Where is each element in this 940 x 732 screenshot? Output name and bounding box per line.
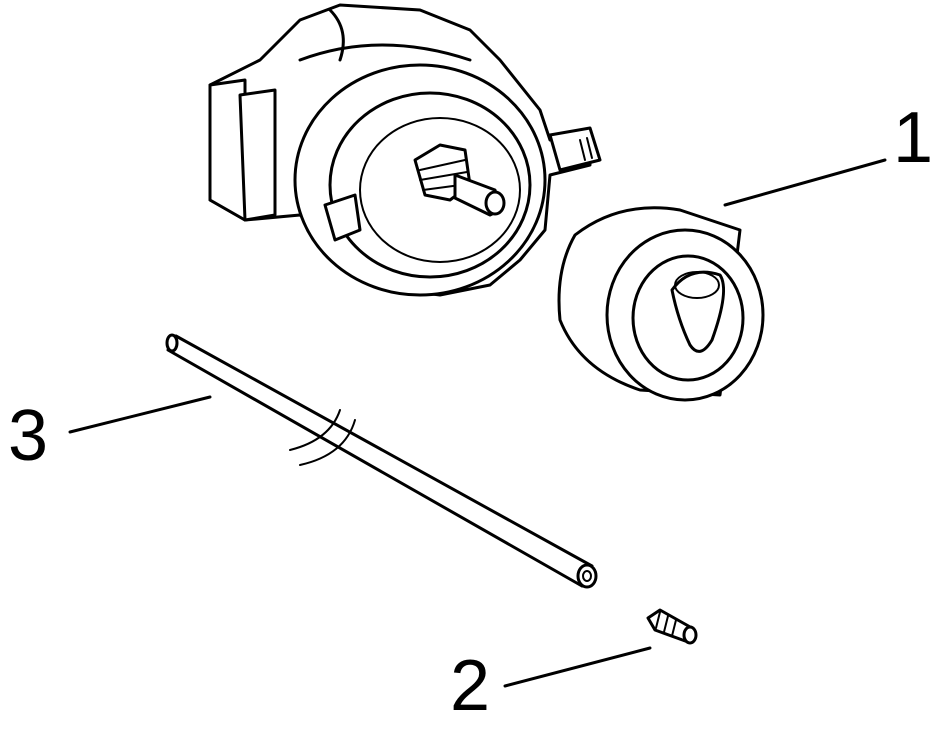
flush-button bbox=[557, 206, 765, 402]
leader-line-2 bbox=[503, 646, 652, 688]
valve-body bbox=[208, 3, 602, 297]
callout-1: 1 bbox=[893, 98, 934, 178]
fitting bbox=[646, 608, 698, 645]
leader-line-1 bbox=[723, 158, 887, 207]
callout-3: 3 bbox=[8, 396, 49, 476]
leader-line-3 bbox=[68, 395, 212, 434]
callout-2: 2 bbox=[450, 646, 491, 726]
rod bbox=[165, 333, 598, 589]
